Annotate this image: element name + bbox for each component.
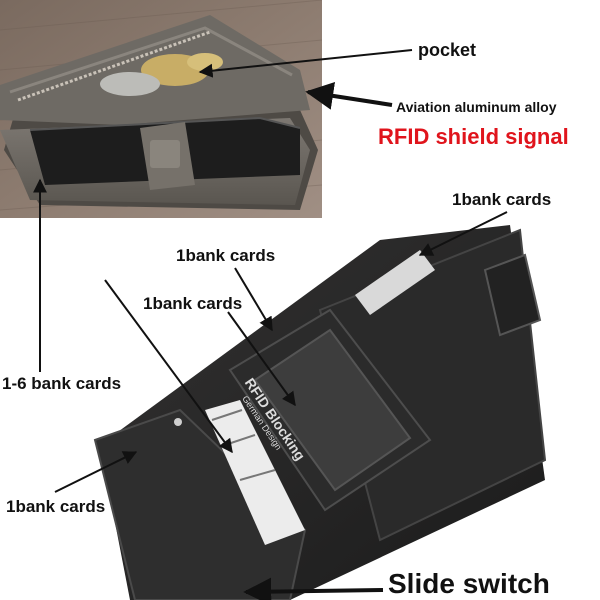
label-aviation: Aviation aluminum alloy — [396, 99, 557, 115]
label-pocket: pocket — [418, 40, 477, 60]
black-wallet-photo — [93, 225, 547, 600]
label-rfid-signal: RFID shield signal — [378, 124, 569, 149]
label-bank-upper: 1bank cards — [176, 246, 276, 265]
label-bank-range: 1-6 bank cards — [2, 374, 122, 393]
label-bank-lower-left: 1bank cards — [6, 497, 106, 516]
label-bank-top-right: 1bank cards — [452, 190, 552, 209]
gray-wallet-photo — [0, 0, 322, 218]
label-slide-switch: Slide switch — [388, 568, 550, 599]
label-bank-mid: 1bank cards — [143, 294, 243, 313]
